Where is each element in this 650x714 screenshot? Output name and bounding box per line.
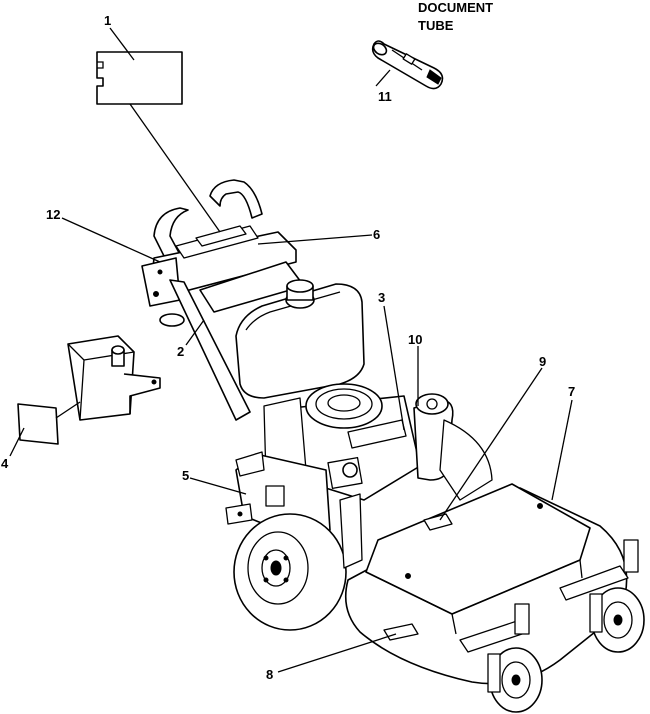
- fuel-tank: [235, 279, 365, 399]
- bracket-assembly: [67, 335, 161, 421]
- mower-deck: [339, 483, 629, 685]
- decal-part-1: [96, 51, 183, 105]
- document-tube-part: [371, 40, 444, 90]
- callout-4: 4: [1, 456, 9, 471]
- muffler-guard: [413, 393, 493, 501]
- callout-5: 5: [182, 468, 189, 483]
- callout-1: 1: [104, 13, 111, 28]
- callout-8: 8: [266, 667, 273, 682]
- document-tube-label-line2: TUBE: [418, 18, 454, 33]
- callout-6: 6: [373, 227, 380, 242]
- callout-3: 3: [378, 290, 385, 305]
- callout-12: 12: [46, 207, 60, 222]
- caster-wheel-front-right: [589, 539, 645, 653]
- callout-2: 2: [177, 344, 184, 359]
- rear-wheel: [233, 513, 347, 631]
- callout-11: 11: [378, 89, 392, 104]
- callout-7: 7: [568, 384, 575, 399]
- callout-9: 9: [539, 354, 546, 369]
- callout-10: 10: [408, 332, 422, 347]
- document-tube-label-line1: DOCUMENT: [418, 0, 493, 15]
- decal-part-4: [17, 403, 59, 445]
- handle-assembly: [141, 179, 305, 421]
- caster-wheel-front-left: [487, 603, 543, 713]
- leader-lines: [9, 27, 573, 673]
